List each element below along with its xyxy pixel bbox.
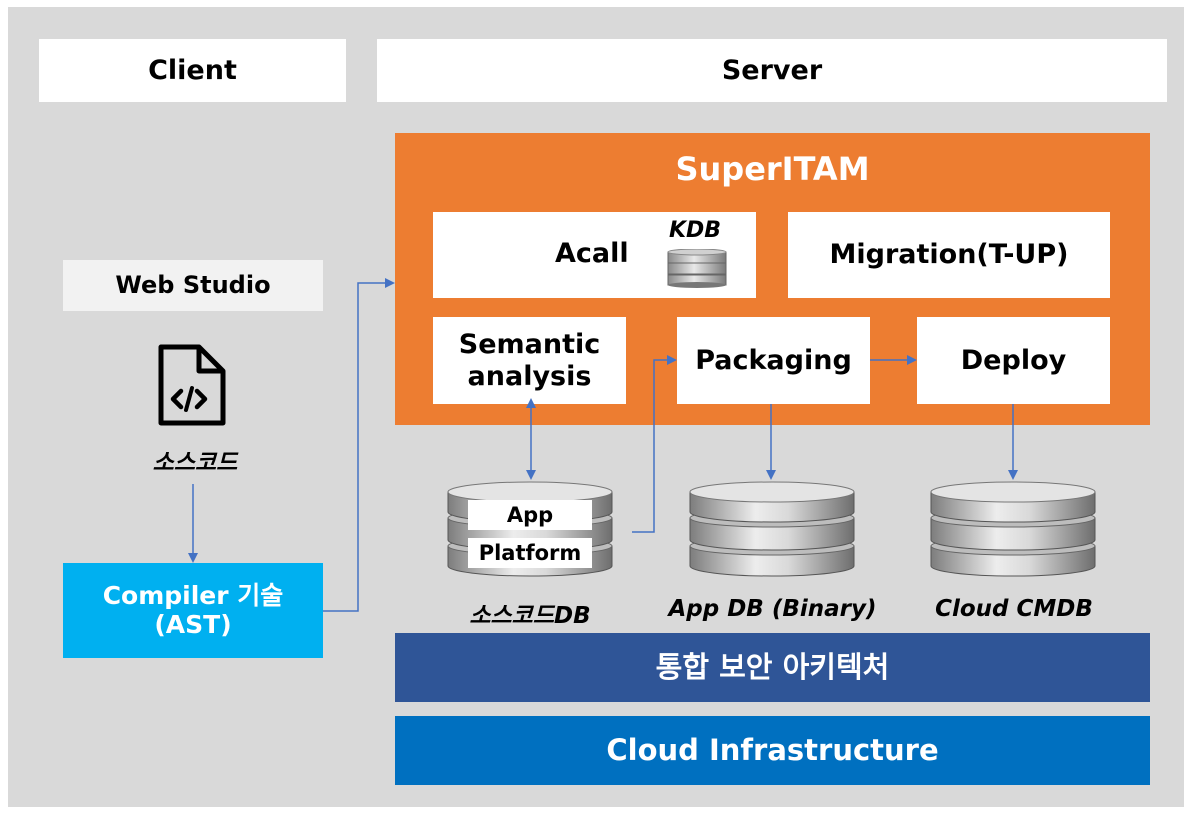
deploy-box: Deploy <box>917 317 1110 404</box>
code-file-icon <box>158 344 226 426</box>
web-studio-box: Web Studio <box>63 260 323 311</box>
source-db-to-packaging-arrow <box>632 355 677 533</box>
source-code-label: 소스코드 <box>152 450 238 476</box>
cloud-cmdb-label: Cloud CMDB <box>935 596 1093 622</box>
kdb-label: KDB <box>669 218 722 243</box>
semantic-analysis-box: Semantic analysis <box>433 317 626 404</box>
app-db-label: App DB (Binary) <box>668 596 877 622</box>
cloud-infrastructure-bar: Cloud Infrastructure <box>395 716 1150 785</box>
security-architecture-bar: 통합 보안 아키텍처 <box>395 633 1150 702</box>
cloud-cmdb-icon <box>930 481 1096 577</box>
source-db-app-text: App <box>468 500 592 530</box>
packaging-box: Packaging <box>677 317 870 404</box>
kdb-database-icon <box>667 249 727 288</box>
compiler-box: Compiler 기술 (AST) <box>63 563 323 658</box>
compiler-to-superitam-arrow <box>323 278 395 612</box>
acall-label: Acall <box>555 238 629 269</box>
source-db-platform-text: Platform <box>468 538 592 568</box>
migration-box: Migration(T-UP) <box>788 212 1110 298</box>
app-db-icon <box>689 481 855 577</box>
client-header: Client <box>39 39 346 102</box>
server-header: Server <box>377 39 1167 102</box>
superitam-title: SuperITAM <box>675 150 870 188</box>
source-db-label: 소스코드DB <box>469 603 591 629</box>
